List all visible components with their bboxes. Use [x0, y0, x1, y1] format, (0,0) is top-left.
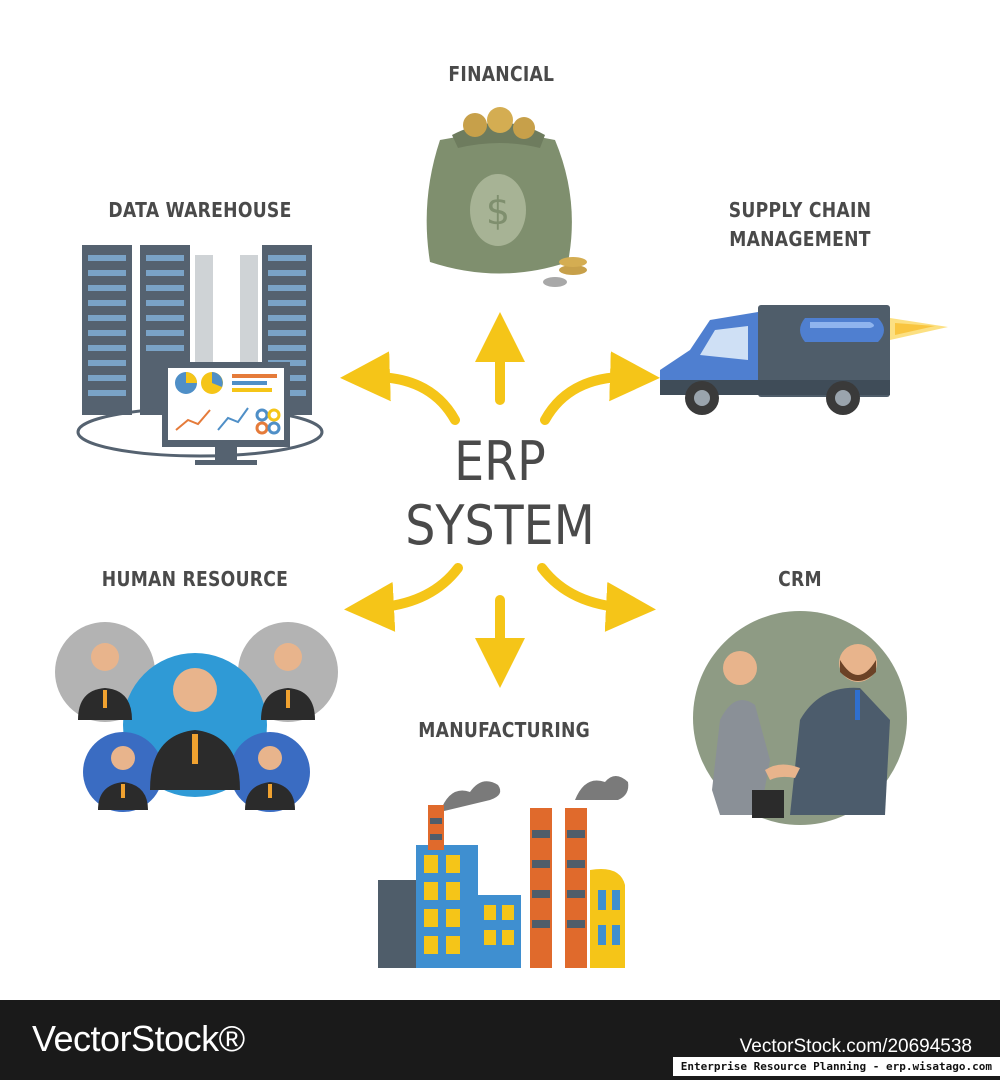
diagram-graphics: $ — [55, 107, 948, 968]
label-supply-chain-line1: SUPPLY CHAIN — [728, 198, 872, 222]
watermark-id: VectorStock.com/20694538 — [739, 1036, 972, 1057]
caption: Enterprise Resource Planning - erp.wisat… — [672, 1057, 1000, 1076]
factory-icon — [378, 776, 629, 968]
erp-diagram: FINANCIAL DATA WAREHOUSE SUPPLY CHAIN MA… — [55, 62, 948, 968]
arrow-to-data-warehouse — [340, 351, 460, 425]
arrow-to-supply-chain — [540, 351, 660, 425]
arrow-to-crm — [537, 563, 656, 632]
server-rack-icon — [76, 245, 324, 465]
svg-text:$: $ — [486, 189, 510, 233]
label-financial: FINANCIAL — [448, 62, 555, 86]
label-crm: CRM — [778, 567, 822, 591]
label-human-resource: HUMAN RESOURCE — [101, 567, 289, 591]
label-data-warehouse: DATA WAREHOUSE — [108, 198, 292, 222]
team-icon — [55, 622, 338, 812]
center-title: ERP SYSTEM — [394, 430, 605, 558]
handshake-icon — [693, 611, 907, 825]
delivery-truck-icon — [660, 305, 948, 415]
label-manufacturing: MANUFACTURING — [418, 718, 591, 742]
arrow-to-human-resource — [344, 563, 463, 632]
label-supply-chain-line2: MANAGEMENT — [729, 227, 871, 251]
watermark-brand: VectorStock® — [32, 1018, 245, 1059]
center-title-line2: SYSTEM — [405, 494, 595, 557]
center-title-line1: ERP — [454, 430, 546, 493]
arrows — [340, 312, 660, 688]
money-bag-icon: $ — [426, 107, 587, 287]
